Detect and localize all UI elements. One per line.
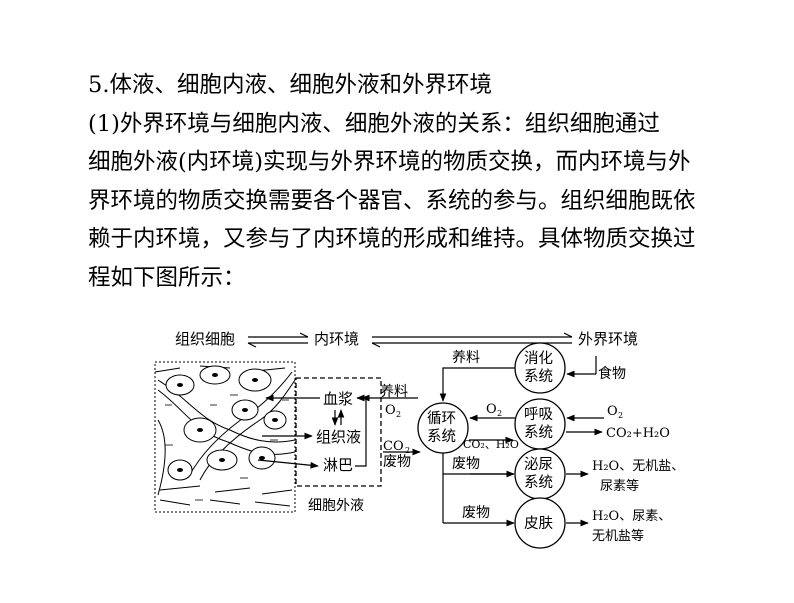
label-nutrient-top: 养料	[452, 350, 480, 366]
label-waste-skin: 废物	[462, 505, 490, 521]
label-circulation-2: 系统	[427, 428, 456, 445]
label-o2-mid-sub: 2	[497, 409, 502, 418]
para-line-1: (1)外界环境与细胞内液、细胞外液的关系：组织细胞通过	[88, 110, 660, 137]
label-waste-left: 废物	[383, 454, 411, 470]
label-circulation-1: 循环	[427, 410, 456, 427]
label-co2-left: CO	[383, 439, 404, 454]
label-skin: 皮肤	[524, 515, 553, 532]
para-line-4: 赖于内环境，又参与了内环境的形成和维持。具体物质交换过	[88, 226, 696, 252]
label-co2-h2o-right: CO₂+H₂O	[606, 426, 670, 441]
label-o2-right-sub: 2	[618, 411, 623, 420]
label-nutrient-left: 养料	[380, 384, 408, 400]
heading: 5.体液、细胞内液、细胞外液和外界环境	[88, 72, 492, 98]
label-urinary-1: 泌尿	[524, 456, 553, 473]
tissue-to-box-arrows	[257, 394, 320, 469]
label-tissue-fluid: 组织液	[316, 428, 361, 446]
label-skin-out-1: H₂O、尿素、	[592, 509, 671, 524]
label-digestion-2: 系统	[524, 368, 553, 385]
extracellular-fluid-box	[295, 377, 382, 487]
label-o2-right: O	[607, 404, 618, 419]
label-digestion-1: 消化	[524, 350, 553, 367]
label-respiration-1: 呼吸	[524, 406, 553, 423]
para-line-2: 细胞外液(内环境)实现与外界环境的物质交换，而内环境与外	[88, 149, 691, 175]
label-co2-h2o-mid: CO₂、H₂O	[463, 438, 519, 451]
label-respiration-2: 系统	[524, 424, 553, 441]
label-blood-plasma: 血浆	[323, 390, 353, 408]
skin-node: 皮肤	[514, 497, 566, 549]
label-lymph: 淋巴	[323, 456, 353, 474]
label-urinary-out-2: 尿素等	[600, 478, 639, 494]
label-internal-env: 内环境	[314, 330, 359, 348]
label-external-env: 外界环境	[578, 330, 638, 348]
plasma-tissue-arrows	[331, 409, 345, 426]
top-double-arrow-left	[247, 332, 309, 348]
label-tissue-cell: 组织细胞	[175, 330, 235, 348]
digestive-system-node: 消化 系统	[514, 342, 566, 394]
digestion-to-circulation-arrow	[439, 367, 515, 402]
label-extracellular-fluid: 细胞外液	[308, 498, 364, 514]
para-line-5: 程如下图所示：	[88, 264, 246, 291]
label-urinary-2: 系统	[524, 474, 553, 491]
label-o2-mid: O	[486, 402, 497, 417]
label-o2-left-sub: 2	[396, 410, 401, 419]
label-skin-out-2: 无机盐等	[592, 528, 644, 544]
label-waste-urinary: 废物	[452, 456, 480, 472]
para-line-3: 界环境的物质交换需要各个器官、系统的参与。组织细胞既依	[88, 187, 696, 214]
tissue-illustration	[154, 361, 296, 513]
urinary-system-node: 泌尿 系统	[514, 448, 566, 500]
label-o2-left: O	[385, 403, 396, 418]
respiratory-system-node: 呼吸 系统	[514, 398, 566, 450]
label-food: 食物	[598, 365, 626, 382]
label-co2-left-sub: 2	[405, 446, 410, 455]
label-urinary-out-1: H₂O、无机盐、	[592, 459, 684, 474]
text-block: 5.体液、细胞内液、细胞外液和外界环境 (1)外界环境与细胞内液、细胞外液的关系…	[88, 66, 778, 297]
